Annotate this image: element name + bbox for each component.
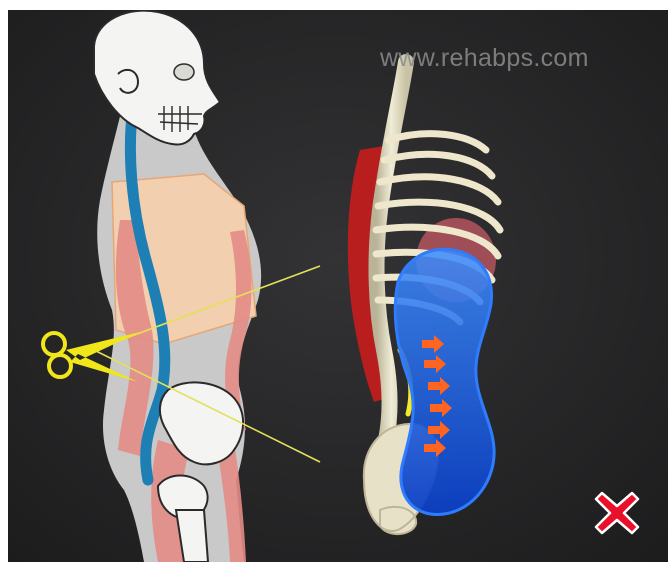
illustration-frame: www.rehabps.com [8, 10, 668, 562]
watermark: www.rehabps.com [380, 44, 589, 73]
anatomy-illustration [8, 10, 668, 562]
close-icon [594, 490, 640, 536]
close-button[interactable] [594, 490, 640, 536]
